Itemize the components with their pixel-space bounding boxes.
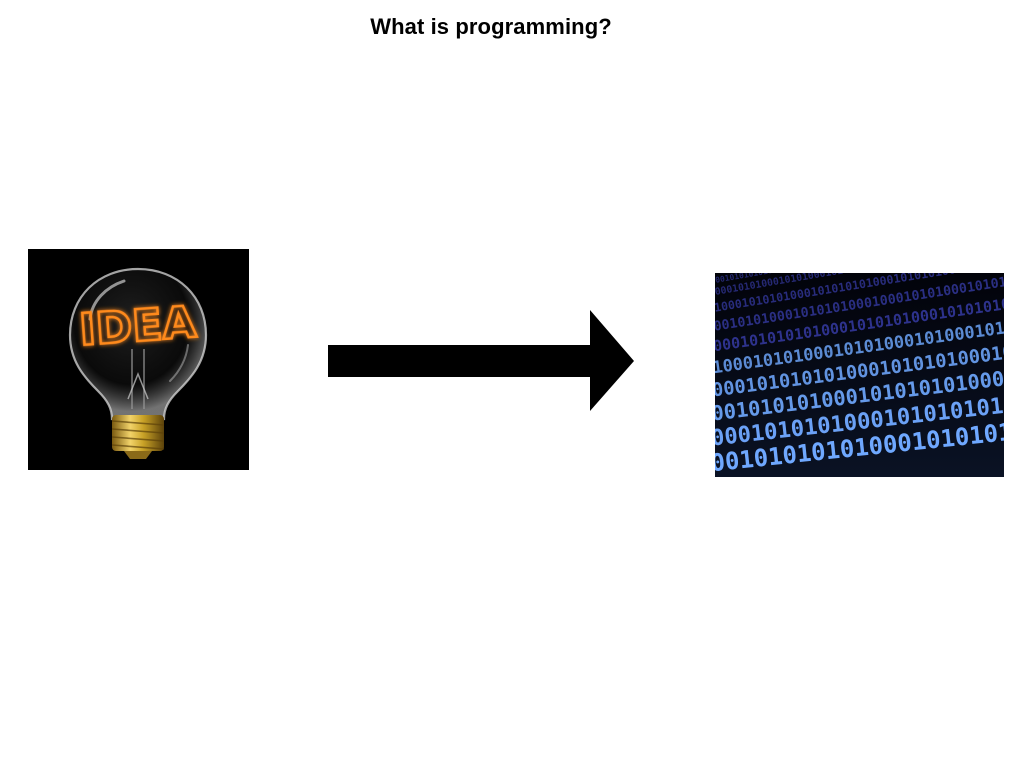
arrow-right-icon bbox=[328, 310, 636, 412]
idea-lightbulb-image: IDEA bbox=[28, 249, 249, 470]
idea-bulb-text: IDEA bbox=[78, 297, 198, 356]
binary-code-icon: 0001010101010001010101000101010101000101… bbox=[715, 273, 1004, 477]
slide-title: What is programming? bbox=[370, 14, 612, 39]
lightbulb-icon: IDEA bbox=[28, 249, 249, 470]
binary-code-image: 0001010101010001010101000101010101000101… bbox=[715, 273, 1004, 477]
